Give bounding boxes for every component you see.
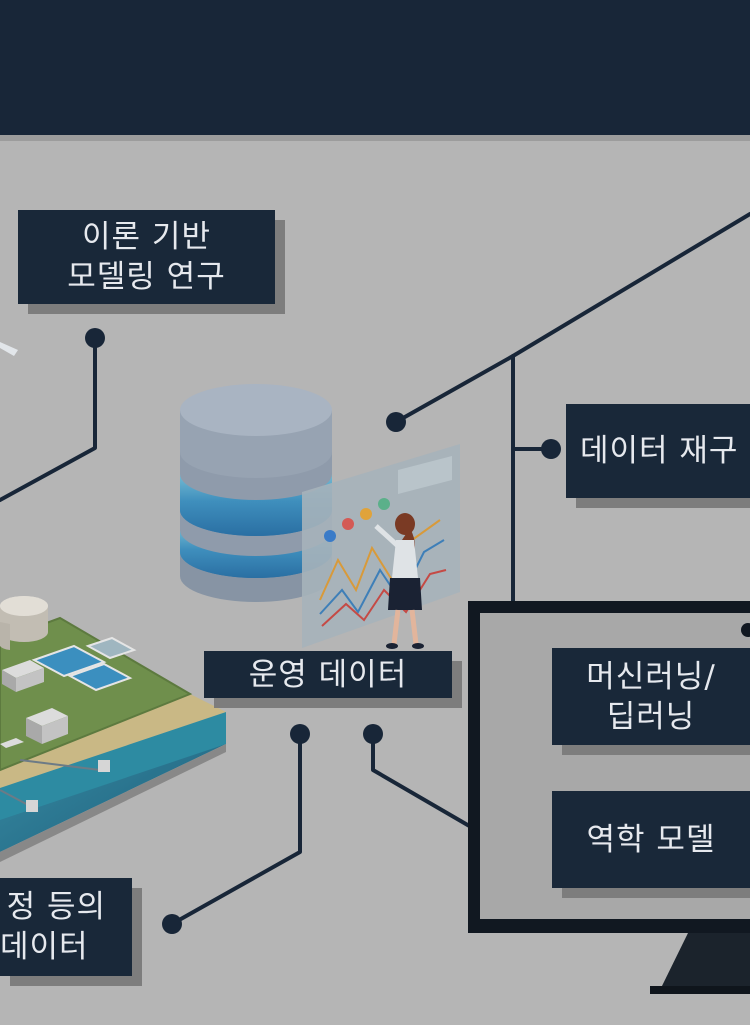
connector-top-right (394, 212, 750, 424)
connector-theory (0, 336, 97, 502)
node-operation-data: 운영 데이터 (204, 651, 452, 698)
node-theory-line1: 이론 기반 (82, 219, 211, 255)
connector-process (170, 732, 302, 926)
node-mechanics-label: 역학 모델 (586, 821, 716, 858)
header-bar (0, 0, 750, 141)
analyst-woman-icon (302, 444, 460, 649)
node-restructure-label: 데이터 재구 (580, 433, 739, 469)
node-process-line1: 정 등의 (6, 889, 106, 925)
node-operation-label: 운영 데이터 (248, 656, 408, 693)
node-mechanics-model: 역학 모델 (552, 791, 750, 888)
node-ml-line2: 딥러닝 (606, 698, 696, 735)
water-treatment-plant-icon (0, 596, 226, 862)
arrow-fragment-icon (0, 342, 18, 356)
node-theory-modeling: 이론 기반 모델링 연구 (18, 210, 275, 304)
node-ml-dl: 머신러닝/ 딥러닝 (552, 648, 750, 745)
database-icon (180, 384, 332, 602)
node-theory-line2: 모델링 연구 (67, 259, 226, 295)
node-data-restructure: 데이터 재구 (566, 404, 750, 498)
node-process-line2: 데이터 (0, 929, 89, 965)
node-process-data: 정 등의 데이터 (0, 878, 132, 976)
node-ml-line1: 머신러닝/ (586, 658, 716, 695)
